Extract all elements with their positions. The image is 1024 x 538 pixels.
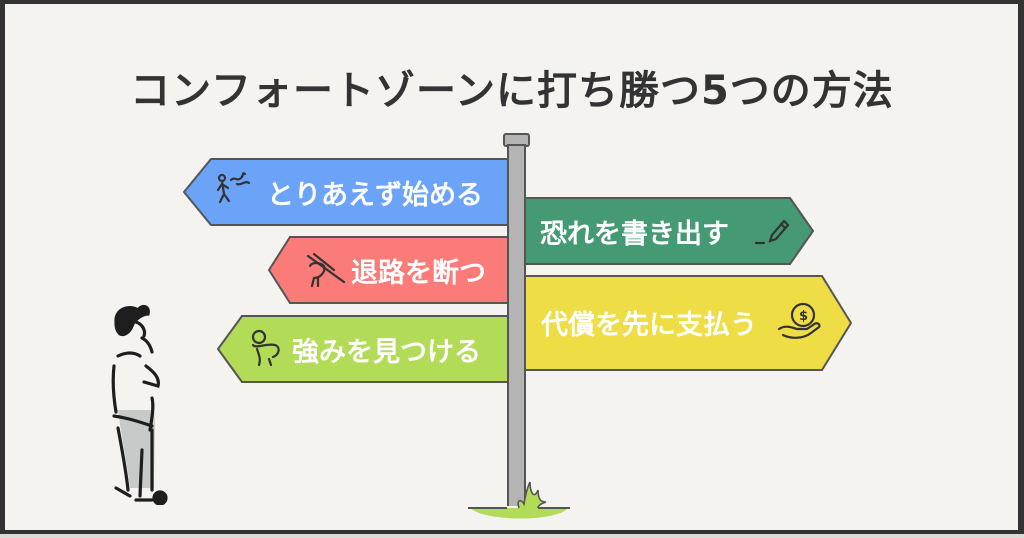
svg-text:$: $: [799, 309, 808, 324]
thinking-person-illustration: [108, 300, 188, 509]
sign-label: 代償を先に支払う: [541, 310, 757, 341]
page-title: コンフォートゾーンに打ち勝つ5つの方法: [130, 68, 894, 114]
sign-pay-price-first: 代償を先に支払う $: [524, 275, 852, 371]
sign-label: 強みを見つける: [292, 337, 481, 368]
sign-write-fears: 恐れを書き出す: [524, 197, 814, 265]
sign-label: 退路を断つ: [351, 258, 486, 289]
sign-label: 恐れを書き出す: [540, 219, 729, 250]
sign-label: とりあえず始める: [267, 180, 483, 211]
signpost-pole: [507, 144, 526, 506]
grass-ground: [466, 478, 576, 526]
bottom-strip: [0, 534, 1024, 538]
sign-find-strengths: 強みを見つける: [217, 315, 509, 383]
sign-start-anyway: とりあえず始める: [183, 158, 509, 226]
sign-cut-off-retreat: 退路を断つ: [268, 236, 509, 304]
